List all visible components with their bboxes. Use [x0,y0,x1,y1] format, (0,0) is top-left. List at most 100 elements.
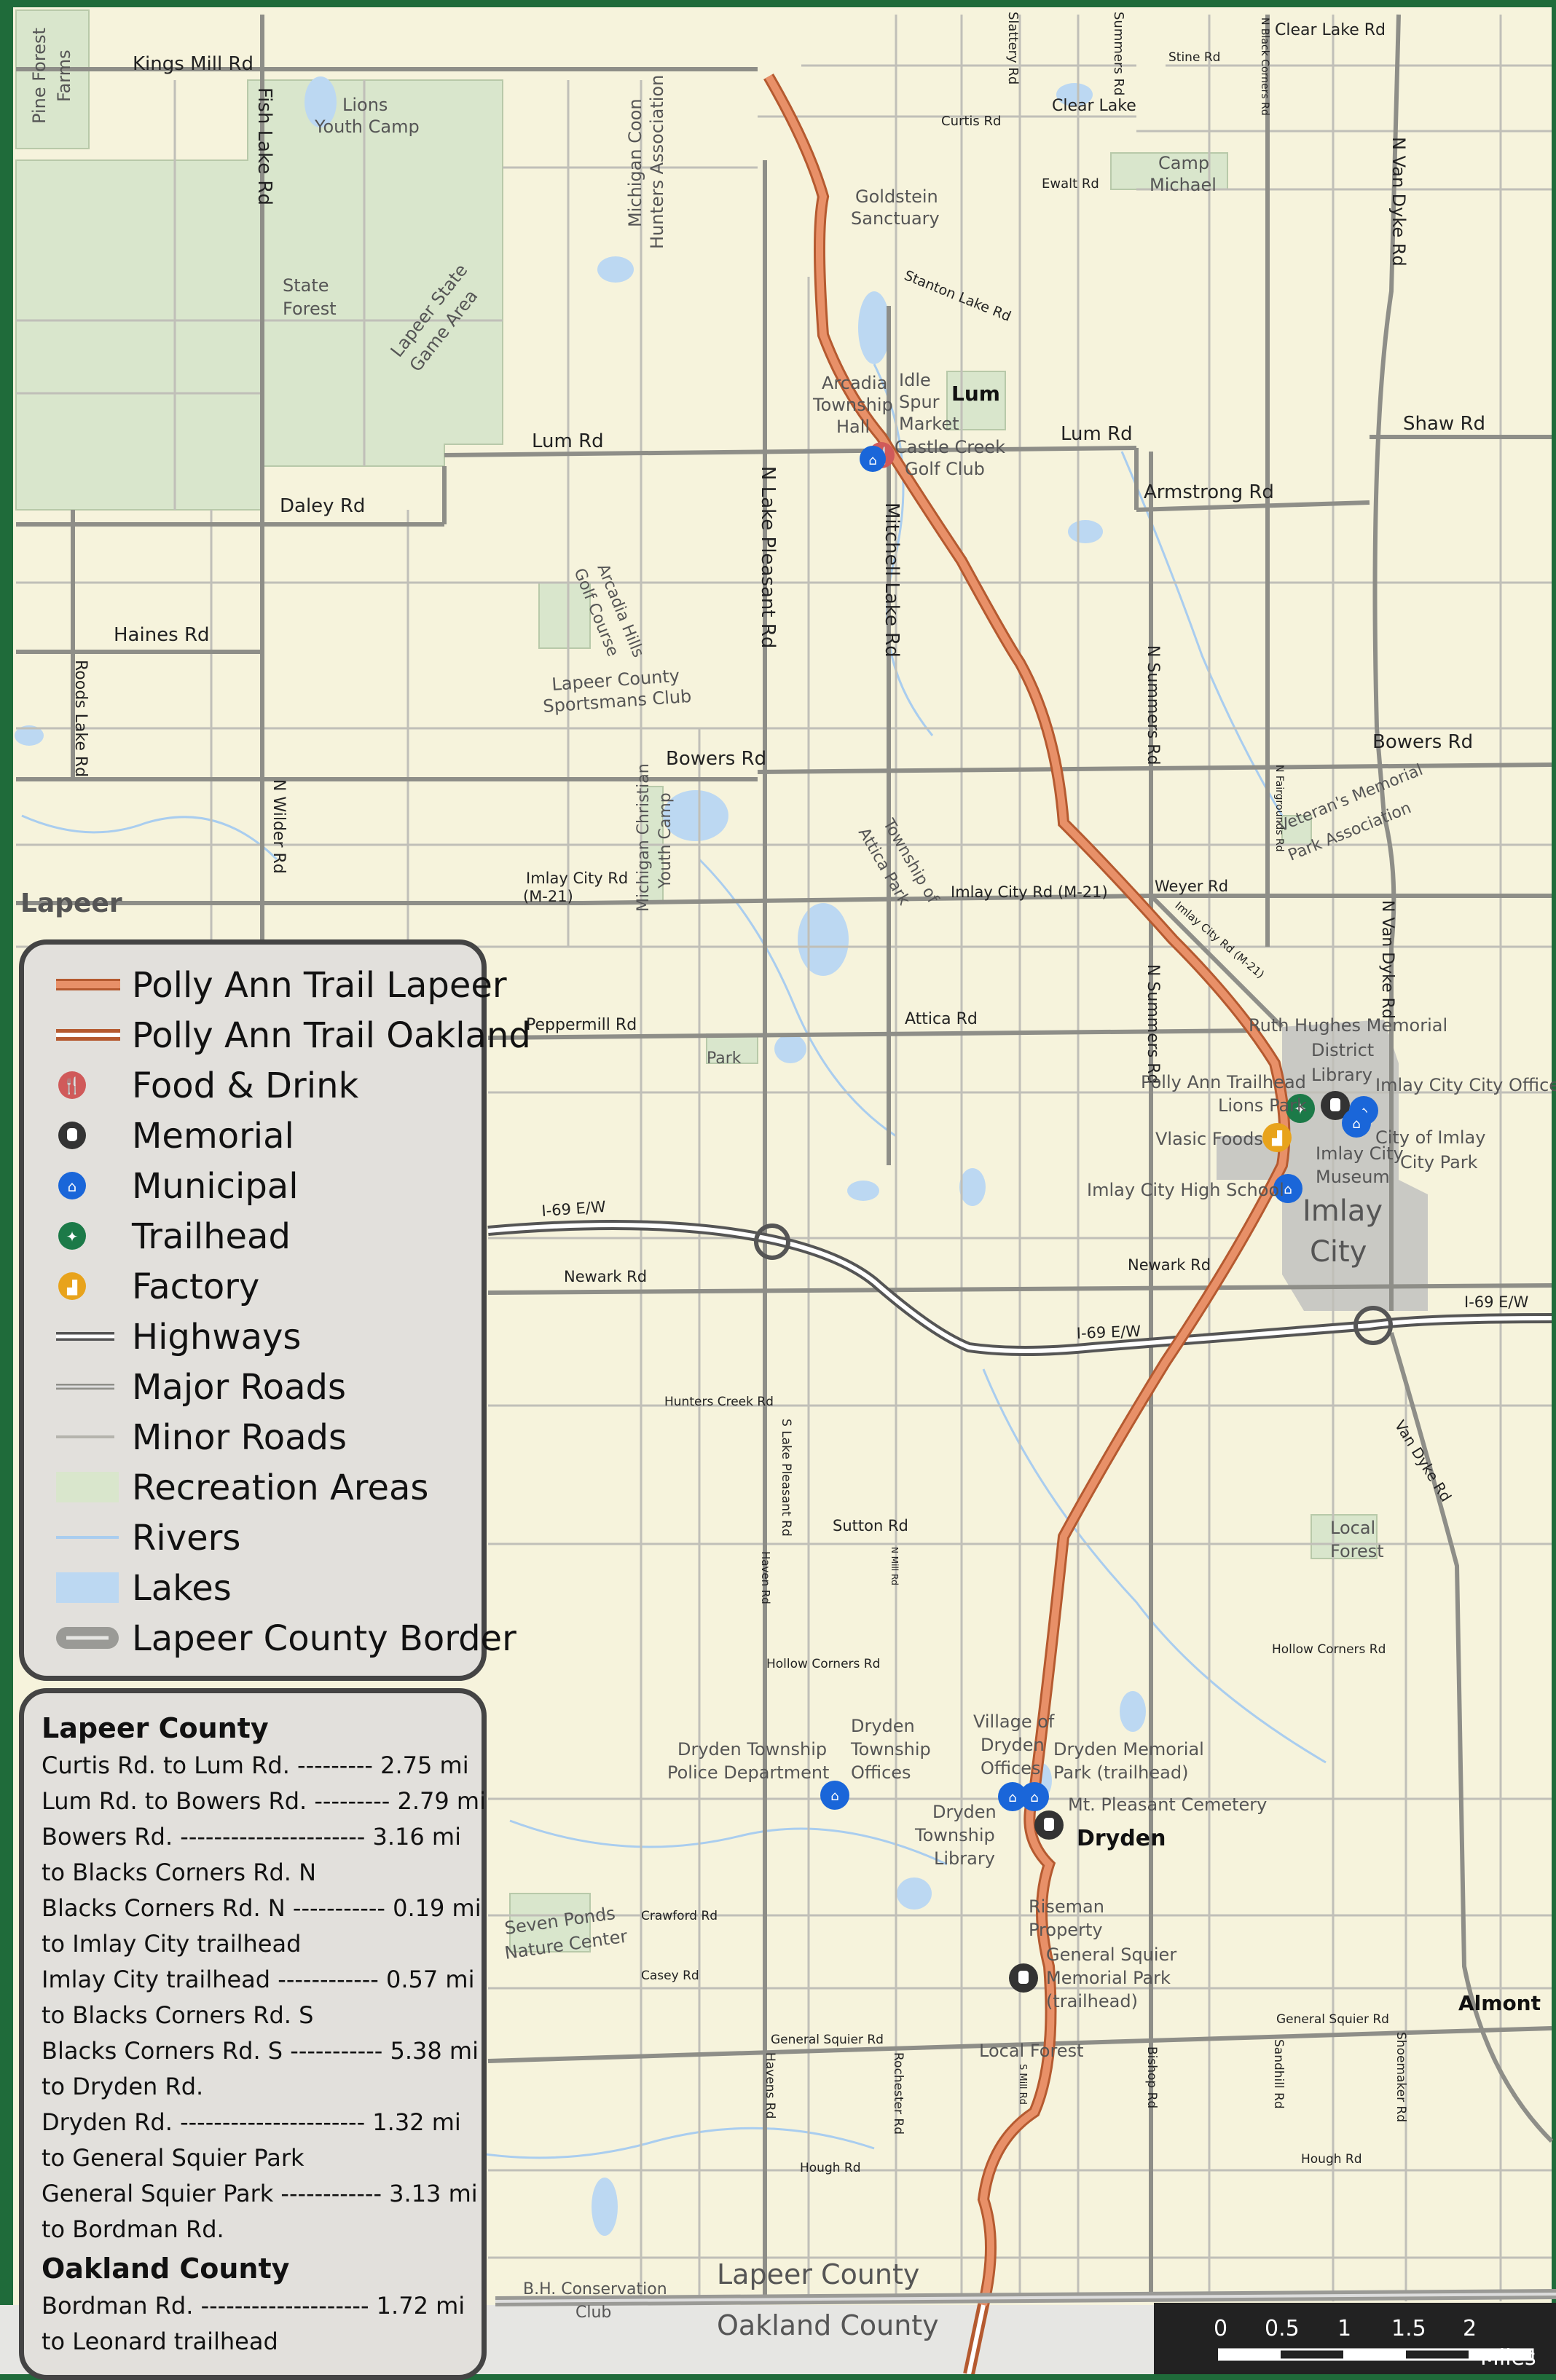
place-label: Goldstein [855,186,938,207]
road-label: I-69 E/W [1464,1293,1529,1311]
road-label: Sutton Rd [833,1517,908,1534]
svg-text:⌂: ⌂ [1008,1790,1016,1805]
municipal-icon[interactable]: ⌂ [1273,1174,1302,1203]
trailhead-icon: ✦ [58,1222,86,1250]
place-label: Imlay City City Offices [1375,1075,1556,1095]
distance-line: to Blacks Corners Rd. N [42,1859,317,1886]
trailhead-icon[interactable]: ✦ [1286,1094,1315,1123]
place-label: Ruth Hughes Memorial [1249,1015,1447,1036]
road-label: Crawford Rd [641,1909,718,1923]
factory-icon[interactable]: ▟ [1262,1123,1292,1152]
road-label: Weyer Rd [1155,878,1228,895]
legend-row: Lapeer County Border [39,1615,516,1660]
town-label-lum: Lum [951,382,1000,406]
scale-bar: 0 0.5 1 1.5 2 Miles [1154,2303,1556,2374]
legend-label: Municipal [132,1166,299,1207]
place-label: Sanctuary [851,208,940,229]
place-label: Club [575,2304,611,2322]
place-label: Local [1330,1518,1375,1538]
distance-line: Bowers Rd. ---------------------- 3.16 m… [42,1823,461,1851]
legend-row: Major Roads [39,1364,483,1409]
road-label: Haven Rd [759,1551,772,1604]
poi-icons: 🍴 ⌂ ✦ ⌂ ⌂ ▟ ⌂ ⌂ ⌂ ⌂ [820,442,1378,1993]
county-border-inner [495,2293,1556,2303]
road-label: Fish Lake Rd [254,87,275,205]
road-label: N Summers Rd [1144,645,1162,765]
municipal-icon[interactable]: ⌂ [860,446,886,472]
place-label: B.H. Conservation [523,2280,667,2298]
svg-text:🍴: 🍴 [62,1076,82,1095]
memorial-icon[interactable] [1034,1810,1064,1840]
legend-label: Trailhead [132,1216,291,1257]
recreation-areas [15,9,1378,1953]
municipal-icon[interactable]: ⌂ [820,1781,849,1810]
place-label: Park [707,1049,742,1068]
distance-line: Lum Rd. to Bowers Rd. --------- 2.79 mi [42,1787,486,1815]
place-label: Hall [836,417,870,437]
place-label: Michigan Coon [625,98,645,227]
legend-row: Lakes [39,1565,483,1610]
legend-label: Recreation Areas [132,1467,429,1508]
road-label: (M-21) [523,888,573,905]
distance-line: Dryden Rd. ---------------------- 1.32 m… [42,2108,461,2136]
road-label: Bowers Rd [666,748,766,770]
memorial-icon [58,1122,86,1149]
place-label: District [1311,1040,1374,1060]
road-label: Newark Rd [564,1268,647,1285]
svg-text:⌂: ⌂ [830,1789,838,1804]
legend-row: Polly Ann Trail Oakland [39,1012,531,1057]
road-label: Hough Rd [800,2161,861,2175]
distance-panel: Lapeer County Curtis Rd. to Lum Rd. ----… [19,1688,487,2380]
svg-text:⌂: ⌂ [1284,1182,1292,1197]
place-label: Clear Lake [1052,97,1136,115]
road-label: N Mill Rd [889,1547,900,1585]
town-label-dryden: Dryden [1077,1826,1166,1851]
municipal-icon[interactable]: ⌂ [1020,1782,1049,1811]
road-label: N Lake Pleasant Rd [757,466,779,648]
county-label-lapeer: Lapeer County [717,2258,919,2290]
lapeer-county-heading: Lapeer County [42,1712,269,1744]
town-label-lapeer: Lapeer [20,888,122,918]
legend-label: Lapeer County Border [132,1618,516,1659]
place-label: Lions Park [1218,1095,1307,1116]
legend-label: Highways [132,1317,302,1358]
road-label: S Mill Rd [1017,2064,1028,2105]
food-icon: 🍴 [58,1071,86,1099]
road-label: Peppermill Rd [526,1016,637,1034]
place-label: Idle [899,370,931,390]
road-label: Shoemaker Rd [1394,2032,1408,2122]
legend-label: Major Roads [132,1367,346,1408]
distance-line: Bordman Rd. -------------------- 1.72 mi [42,2292,465,2320]
place-label: Dryden Memorial [1053,1739,1204,1760]
memorial-icon[interactable] [1009,1963,1038,1993]
trail-lapeer-symbol [56,979,120,990]
legend-row: ▟ Factory [39,1264,483,1309]
municipal-icon[interactable]: ⌂ [1342,1108,1371,1138]
svg-text:⌂: ⌂ [1030,1790,1038,1805]
road-label: Slattery Rd [1005,12,1021,84]
svg-text:✦: ✦ [66,1228,79,1245]
memorial-icon[interactable] [1321,1091,1350,1120]
place-label: (trailhead) [1046,1991,1138,2011]
scale-tick-label: 2 [1463,2316,1477,2341]
legend-label: Rivers [132,1518,241,1559]
road-label: I-69 E/W [1076,1323,1141,1342]
scale-graphic [1218,2348,1534,2361]
town-label-imlay: Imlay [1302,1194,1383,1228]
place-label: Dryden [981,1735,1045,1755]
legend-row: ⌂ Municipal [39,1163,483,1208]
road-label: Hollow Corners Rd [766,1657,880,1671]
road-label: General Squier Rd [771,2033,884,2047]
road-label: Stine Rd [1168,50,1220,65]
legend-row: Recreation Areas [39,1465,483,1510]
municipal-icon[interactable]: ⌂ [998,1782,1027,1811]
legend-label: Memorial [132,1116,294,1156]
road-label: Hough Rd [1301,2152,1362,2167]
distance-line: General Squier Park ------------ 3.13 mi [42,2180,478,2207]
place-label: City Park [1400,1152,1478,1173]
place-label: Polly Ann Trailhead [1141,1072,1306,1092]
municipal-icon: ⌂ [58,1172,86,1199]
place-label: Spur [899,392,940,412]
oakland-county-heading: Oakland County [42,2253,290,2285]
